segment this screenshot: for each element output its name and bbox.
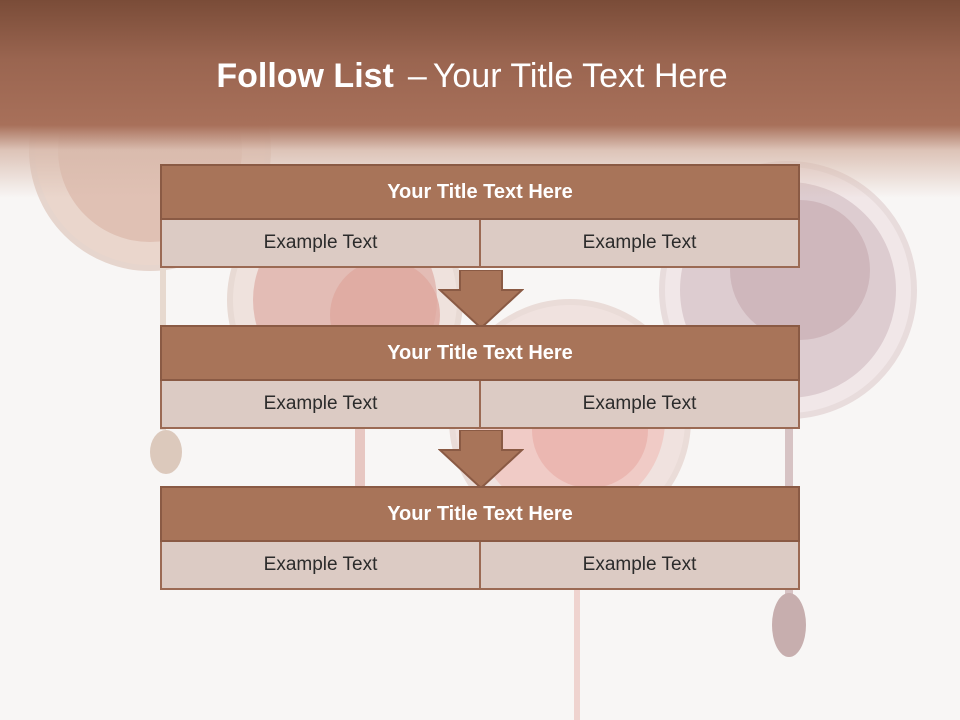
down-arrow-icon	[438, 270, 524, 330]
list-block-1: Your Title Text Here Example Text Exampl…	[160, 164, 800, 268]
block-title: Your Title Text Here	[160, 486, 800, 542]
block-cell-right: Example Text	[481, 381, 800, 429]
block-row: Example Text Example Text	[160, 220, 800, 268]
block-cell-right: Example Text	[481, 220, 800, 268]
title-rest: Your Title Text Here	[432, 57, 728, 95]
down-arrow-icon	[438, 430, 524, 490]
list-block-2: Your Title Text Here Example Text Exampl…	[160, 325, 800, 429]
block-row: Example Text Example Text	[160, 542, 800, 590]
block-cell-left: Example Text	[160, 381, 481, 429]
list-block-3: Your Title Text Here Example Text Exampl…	[160, 486, 800, 590]
title-dash: –	[407, 57, 427, 95]
block-cell-left: Example Text	[160, 542, 481, 590]
block-title: Your Title Text Here	[160, 164, 800, 220]
title-bold-part: Follow List	[216, 57, 394, 95]
block-cell-left: Example Text	[160, 220, 481, 268]
block-title: Your Title Text Here	[160, 325, 800, 381]
block-row: Example Text Example Text	[160, 381, 800, 429]
slide-title: Follow List–Your Title Text Here	[0, 54, 944, 98]
block-cell-right: Example Text	[481, 542, 800, 590]
